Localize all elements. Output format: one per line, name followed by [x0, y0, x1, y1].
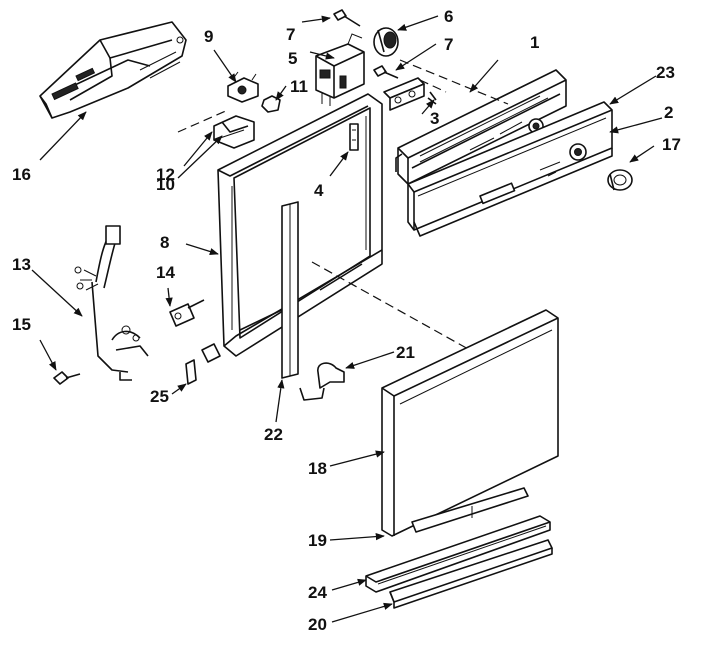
- leader-7a: [301, 15, 331, 23]
- leader-4: [329, 151, 349, 177]
- part-24-toe-strip: [365, 515, 551, 593]
- assembly-line-frame-to-console: [399, 59, 509, 105]
- callout-19: 19: [308, 531, 327, 550]
- assembly-line-frame-to-panel: [311, 261, 471, 351]
- part-16-vent-housing: [39, 21, 187, 119]
- part-2-console-panel: [407, 101, 613, 237]
- leader-13: [31, 269, 83, 317]
- callout-6: 6: [444, 7, 453, 26]
- leader-6: [397, 15, 439, 31]
- part-9-latch: [227, 71, 259, 103]
- part-22-strip: [281, 201, 299, 379]
- assembly-line-12: [177, 109, 229, 133]
- leader-25: [171, 383, 187, 395]
- leader-15: [39, 339, 57, 371]
- callout-8: 8: [160, 233, 169, 252]
- part-17-knob: [607, 169, 633, 191]
- callout-14: 14: [156, 263, 175, 282]
- callout-2: 2: [664, 103, 673, 122]
- part-25-clip: [185, 359, 197, 385]
- callout-12: 12: [156, 165, 175, 184]
- leader-19: [329, 532, 385, 541]
- callout-4: 4: [314, 181, 324, 200]
- leader-1: [469, 59, 499, 93]
- part-7-screw-right: [373, 65, 399, 79]
- leader-9: [213, 49, 237, 83]
- part-7-screw-top: [333, 9, 361, 27]
- part-20-rail: [389, 539, 553, 609]
- callout-7-top: 7: [286, 25, 295, 44]
- leader-12: [183, 131, 213, 167]
- callout-17: 17: [662, 135, 681, 154]
- callout-20: 20: [308, 615, 327, 634]
- leader-14: [165, 287, 173, 307]
- callout-11: 11: [290, 77, 308, 96]
- leader-22: [275, 379, 285, 423]
- leader-20: [331, 602, 393, 623]
- part-21-clip: [299, 362, 345, 401]
- assembly-line-hinge: [419, 79, 447, 93]
- callout-9: 9: [204, 27, 213, 46]
- part-10-strike: [213, 115, 255, 149]
- part-6-cam: [373, 27, 399, 57]
- leader-18: [329, 450, 385, 467]
- callout-10: 10: [156, 175, 175, 194]
- callout-22: 22: [264, 425, 283, 444]
- leader-23: [609, 75, 657, 105]
- callout-labels: 1 2 3 4 5 6 7 7 8 9 10 11 12 13 14 15 16…: [12, 7, 681, 634]
- callout-25: 25: [150, 387, 169, 406]
- callout-1: 1: [530, 33, 539, 52]
- leader-lines: [31, 15, 663, 623]
- part-13-wire-harness: [74, 225, 149, 381]
- callout-3: 3: [430, 109, 439, 128]
- leader-17: [629, 145, 655, 163]
- part-3-hinge-bracket: [383, 77, 437, 111]
- leader-5: [309, 51, 335, 60]
- callout-24: 24: [308, 583, 327, 602]
- callout-16: 16: [12, 165, 31, 184]
- leader-21: [345, 351, 395, 369]
- leader-3: [421, 99, 435, 115]
- part-15-screw: [53, 371, 81, 385]
- callout-15: 15: [12, 315, 31, 334]
- leader-11: [275, 85, 287, 101]
- part-5-switch-assembly: [315, 33, 365, 106]
- leader-8: [185, 243, 219, 256]
- leader-7b: [395, 43, 437, 71]
- callout-7-right: 7: [444, 35, 453, 54]
- leader-2: [609, 117, 663, 134]
- callout-5: 5: [288, 49, 297, 68]
- callout-13: 13: [12, 255, 31, 274]
- callout-18: 18: [308, 459, 327, 478]
- callout-23: 23: [656, 63, 675, 82]
- part-14-sensor: [169, 299, 205, 327]
- callout-21: 21: [396, 343, 415, 362]
- part-19-trim: [411, 487, 529, 533]
- leader-16: [39, 111, 87, 161]
- leader-10: [177, 135, 223, 179]
- leader-24: [331, 578, 367, 591]
- part-18-door-panel: [381, 309, 559, 537]
